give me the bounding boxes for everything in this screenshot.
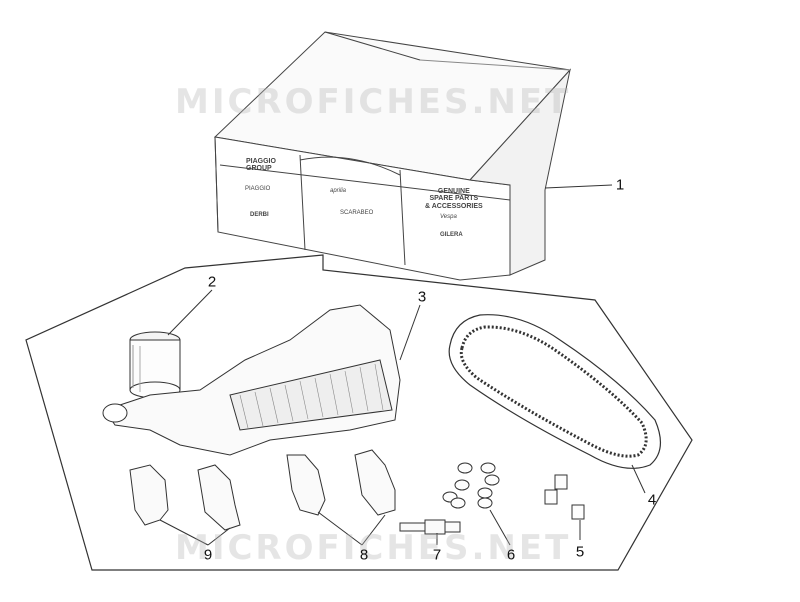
air-filter <box>102 304 401 456</box>
kit-outline <box>25 254 693 571</box>
part-number-8: 8 <box>359 546 369 564</box>
sliders <box>544 474 585 520</box>
box-logo-5: GILERA <box>440 232 463 238</box>
box-brand-label: PIAGGIO GROUP <box>246 158 276 173</box>
box-logo-4: Vespa <box>440 214 457 220</box>
oil-filter <box>129 331 181 399</box>
part-number-9: 9 <box>203 546 213 564</box>
part-number-4: 4 <box>647 491 657 509</box>
part-number-7: 7 <box>432 546 442 564</box>
part-number-2: 2 <box>207 273 217 291</box>
spare-parts-box <box>213 31 571 281</box>
leader-lines <box>159 184 646 546</box>
drive-belt <box>448 314 661 469</box>
part-number-5: 5 <box>575 543 585 561</box>
part-number-1: 1 <box>615 176 625 194</box>
box-logo-3: SCARABEO <box>340 210 374 216</box>
box-logo-0: PIAGGIO <box>245 186 271 192</box>
part-number-3: 3 <box>417 288 427 306</box>
box-logo-1: aprilia <box>330 188 347 194</box>
spark-plug <box>399 519 461 535</box>
box-tagline-label: GENUINE SPARE PARTS & ACCESSORIES <box>425 188 483 210</box>
rollers <box>442 462 500 509</box>
box-logo-2: DERBI <box>250 212 269 218</box>
brake-pads <box>129 449 396 531</box>
part-number-6: 6 <box>506 546 516 564</box>
